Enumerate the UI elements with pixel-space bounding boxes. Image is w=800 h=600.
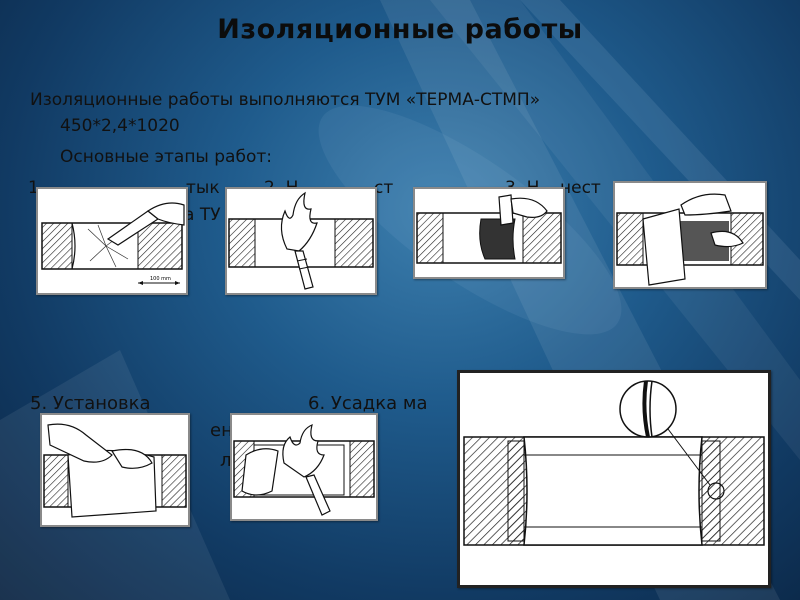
intro-text-line2: 450*2,4*1020 (60, 116, 180, 136)
step5-label: 5. Установка (30, 393, 151, 414)
pipe-cleaning-illustration: 100 mm (41, 202, 185, 285)
stages-heading: Основные этапы работ: (60, 147, 272, 167)
dimension-label: 100 mm (150, 276, 171, 282)
pipe-shrinking-illustration (233, 424, 375, 516)
step3-text-fragment-b: нест (560, 178, 601, 198)
pipe-primer-illustration (416, 194, 562, 264)
step4-text-fragment: а ТУ (184, 205, 221, 225)
slide-title: Изоляционные работы (217, 14, 583, 45)
pipe-wrapping-illustration (616, 193, 764, 286)
panel-step1-cleaning: 100 mm (36, 187, 188, 295)
step2-text-fragment-b: ст (374, 178, 394, 198)
panel-step6-shrinking (230, 413, 378, 521)
panel-step5-installation (40, 413, 190, 527)
intro-text-line1: Изоляционные работы выполняются ТУМ «ТЕР… (30, 90, 541, 110)
panel-final-result (457, 370, 771, 588)
panel-step2-heating (225, 187, 377, 295)
panel-step3-primer (413, 187, 565, 279)
step1-text-fragment: тык (186, 178, 220, 198)
pipe-heating-illustration (228, 191, 374, 290)
pipe-final-illustration (463, 380, 765, 546)
pipe-installation-illustration (43, 423, 187, 518)
step6-label: 6. Усадка ма (308, 393, 428, 414)
panel-step4-wrapping (613, 181, 767, 289)
